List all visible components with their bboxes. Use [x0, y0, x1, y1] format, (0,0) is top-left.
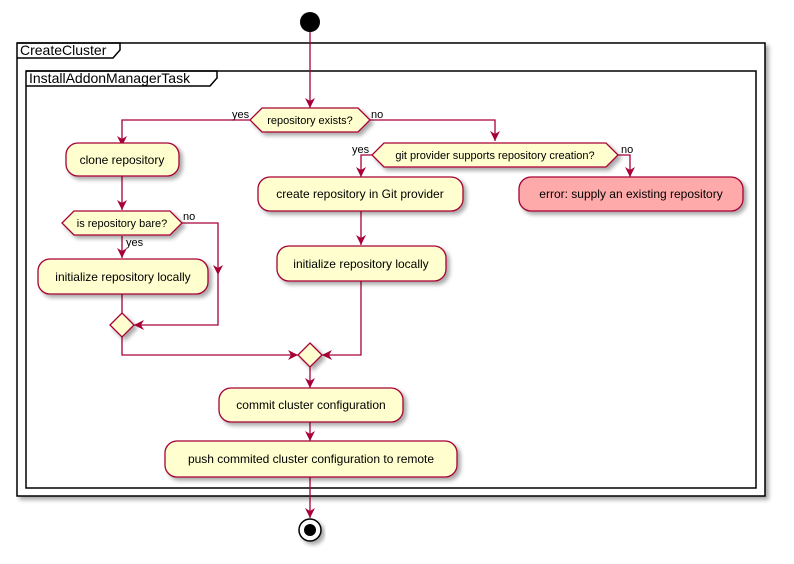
arrowhead [117, 248, 127, 258]
action-push-cluster-configuration: push commited cluster configuration to r… [164, 440, 458, 478]
action-initialize-repository-locally-left: initialize repository locally [37, 258, 209, 295]
merge-diamond-main [297, 342, 323, 368]
arrowhead [117, 136, 127, 146]
action-clone-repository: clone repository [65, 142, 180, 177]
start-node [300, 12, 320, 32]
edge-label-no: no [621, 144, 633, 156]
action-label: initialize repository locally [293, 257, 428, 271]
arrowhead [305, 508, 315, 518]
edge-init-mid-to-main-merge [322, 281, 362, 356]
action-initialize-repository-locally-mid: initialize repository locally [276, 245, 447, 282]
decision-provider-supports-creation: git provider supports repository creatio… [371, 142, 619, 168]
action-commit-cluster-configuration: commit cluster configuration [218, 387, 404, 423]
arrowhead [305, 378, 315, 388]
edge-yes-to-clone [121, 119, 250, 146]
edge-label-no: no [371, 109, 383, 121]
arrowheads [117, 98, 635, 518]
arrowhead [356, 167, 366, 177]
arrowhead [213, 265, 223, 275]
arrowhead [625, 167, 635, 177]
decision-label: repository exists? [267, 115, 353, 127]
arrowhead [117, 200, 127, 210]
end-node [298, 518, 322, 542]
arrowhead [322, 350, 332, 360]
arrowhead [356, 235, 366, 245]
edge-label-no: no [183, 211, 195, 223]
merge-diamond-left [109, 312, 135, 338]
edge-provider-no-to-error [618, 154, 631, 177]
arrowhead [305, 98, 315, 108]
arrowhead [134, 320, 144, 330]
edge-merge-left-to-main-merge [121, 337, 298, 356]
decision-repository-bare: is repository bare? [61, 210, 183, 236]
action-label: clone repository [80, 153, 165, 167]
edge-label-yes: yes [232, 109, 250, 121]
edge-label-yes: yes [126, 237, 144, 249]
decision-label: git provider supports repository creatio… [395, 150, 594, 162]
action-label: initialize repository locally [55, 270, 190, 284]
action-create-repository-in-provider: create repository in Git provider [257, 176, 464, 212]
action-label: push commited cluster configuration to r… [188, 452, 434, 466]
frame-title-create-cluster: CreateCluster [20, 42, 107, 58]
decision-repository-exists: repository exists? [249, 107, 371, 133]
action-error-supply-existing-repository: error: supply an existing repository [518, 176, 744, 212]
action-label: commit cluster configuration [236, 398, 385, 412]
arrowhead [490, 131, 500, 141]
action-label: create repository in Git provider [276, 187, 443, 201]
arrowhead [288, 350, 298, 360]
decision-label: is repository bare? [77, 218, 168, 230]
frame-title-install-addon-manager-task: InstallAddonManagerTask [29, 70, 191, 86]
edge-label-yes: yes [352, 144, 370, 156]
arrowhead [305, 431, 315, 441]
edge-provider-yes-to-create [360, 154, 372, 177]
action-label: error: supply an existing repository [539, 187, 722, 201]
